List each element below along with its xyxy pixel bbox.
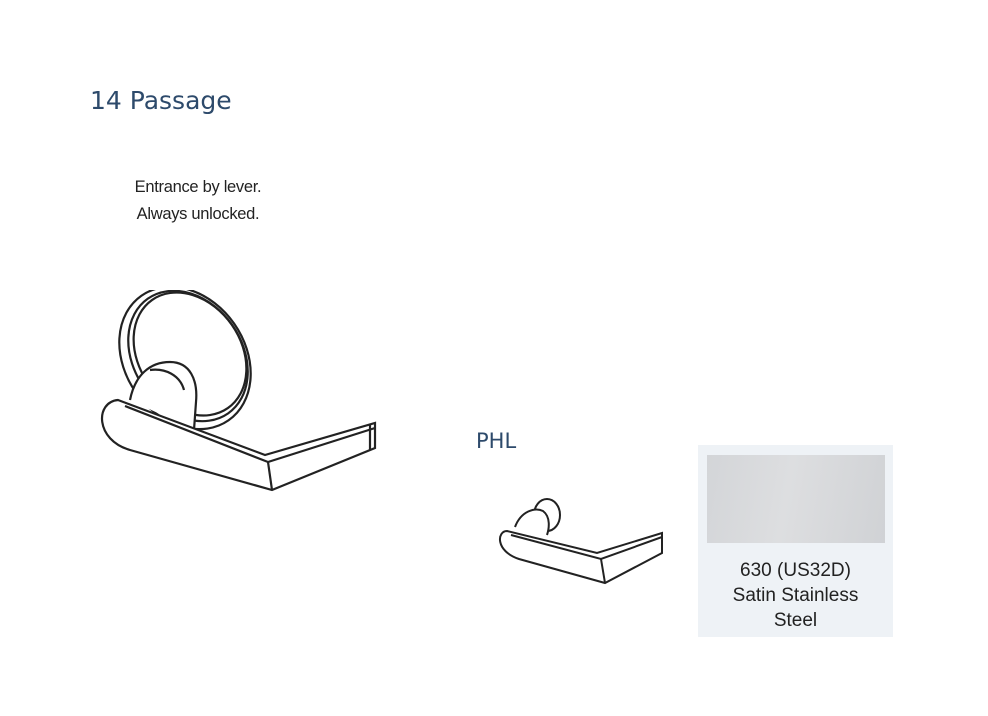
finish-name: Satin Stainless [732,585,859,606]
finish-swatch [707,455,885,543]
lever-model-label: PHL [476,429,517,453]
finish-card[interactable]: 630 (US32D) Satin Stainless Steel [698,445,893,637]
finish-label: 630 (US32D) Satin Stainless Steel [698,558,893,633]
description-line: Entrance by lever. [134,178,262,196]
finish-name: Steel [773,610,818,631]
function-title: 14 Passage [90,86,232,115]
function-description: Entrance by lever. Always unlocked. [100,174,296,228]
small-lever-illustration [499,498,663,585]
description-line: Always unlocked. [136,205,260,223]
finish-code: 630 (US32D) [740,560,851,581]
large-lever-illustration [101,290,377,492]
